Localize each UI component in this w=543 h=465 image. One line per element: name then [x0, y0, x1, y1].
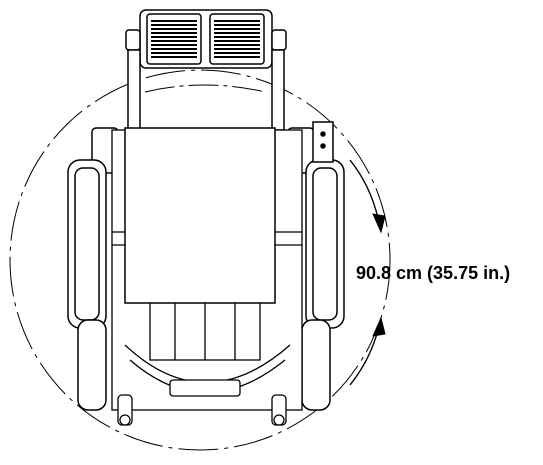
dimension-arrows: [349, 159, 386, 386]
front-casters: [117, 394, 287, 426]
rear-wheels: [77, 319, 331, 411]
left-armrest: [67, 127, 119, 329]
seat-cushion: [124, 127, 276, 304]
back-posts: [127, 49, 285, 131]
turning-diameter-label: 90.8 cm (35.75 in.): [356, 263, 511, 283]
turning-radius-circle: [9, 69, 391, 451]
inner-arc: [144, 84, 266, 93]
headrest: [125, 9, 287, 69]
